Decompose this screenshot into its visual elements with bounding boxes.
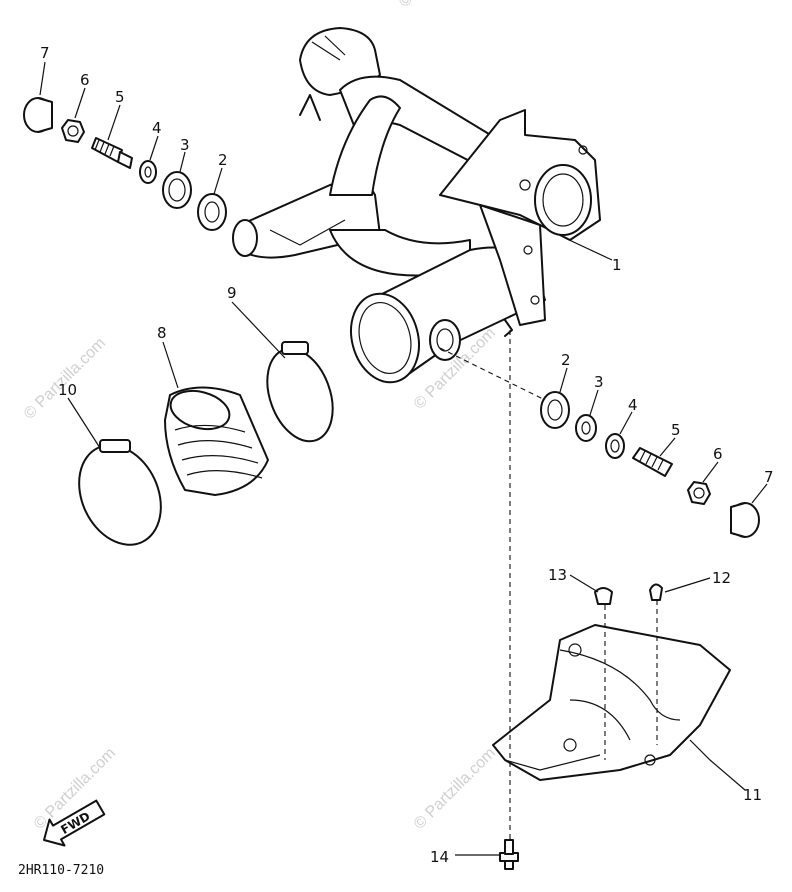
callout-3-right: 3 (594, 373, 604, 391)
callout-12: 12 (712, 569, 731, 587)
callout-1: 1 (612, 256, 622, 274)
callout-6-right: 6 (713, 445, 723, 463)
pivot-axis-line (439, 347, 546, 401)
part-7-cap-left (23, 97, 53, 133)
part-10-clamp (78, 439, 162, 546)
part-14-bolt (499, 839, 519, 870)
left-bushing-stack (23, 97, 227, 231)
part-3-washer-right (575, 414, 597, 442)
swing-arm (232, 27, 601, 384)
callout-9: 9 (227, 284, 237, 302)
watermark-4: © Partzilla.com (411, 745, 499, 833)
callout-4-right: 4 (628, 396, 638, 414)
callout-2-left: 2 (218, 151, 228, 169)
part-12-bolt (649, 583, 663, 601)
callout-5-left: 5 (115, 88, 125, 106)
part-2-seal-left (197, 193, 227, 231)
part-7-cap-right (730, 502, 760, 538)
callout-14: 14 (430, 848, 449, 866)
callout-7-right: 7 (764, 468, 774, 486)
part-6-nut-right (687, 481, 711, 505)
callout-3-left: 3 (180, 136, 190, 154)
callout-8: 8 (157, 324, 167, 342)
part-9-clamp (266, 341, 334, 443)
callout-2-right: 2 (561, 351, 571, 369)
callout-11: 11 (743, 786, 762, 804)
part-4-washer-left (139, 160, 157, 184)
watermark-5: © Partzilla.com (396, 0, 484, 11)
part-6-nut-left (61, 119, 85, 143)
part-5-shaft-right (632, 447, 673, 477)
watermark-1: © Partzilla.com (21, 335, 109, 423)
callout-5-right: 5 (671, 421, 681, 439)
part-11-guard (492, 624, 731, 781)
callout-10: 10 (58, 381, 77, 399)
part-2-seal-right (540, 391, 570, 429)
callout-4-left: 4 (152, 119, 162, 137)
part-13-bolt (594, 587, 613, 605)
callout-7-left: 7 (40, 44, 50, 62)
leader-lines (39, 61, 768, 856)
right-bushing-stack (540, 391, 760, 538)
part-5-shaft-left (91, 137, 133, 169)
callout-13: 13 (548, 566, 567, 584)
part-3-bearing-left (162, 171, 192, 209)
part-8-boot (164, 386, 269, 496)
part-4-washer-right (605, 433, 625, 459)
callout-6-left: 6 (80, 71, 90, 89)
diagram-code: 2HR110-7210 (18, 863, 104, 878)
